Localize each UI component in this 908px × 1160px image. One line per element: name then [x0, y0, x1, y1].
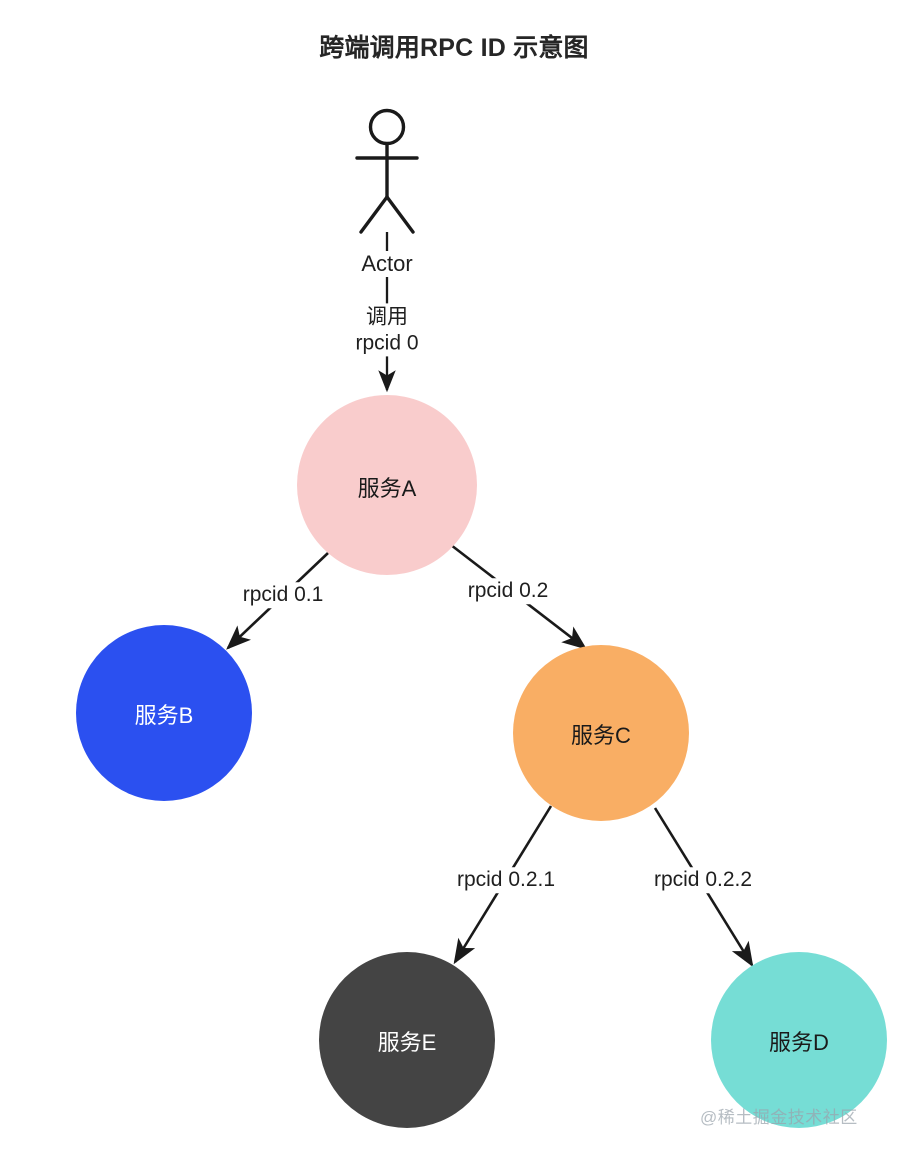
edge-label-service-c-to-service-e: rpcid 0.2.1: [452, 867, 560, 893]
node-service-e[interactable]: [319, 952, 495, 1128]
actor-left-leg-line: [359, 195, 389, 234]
watermark: @稀土掘金技术社区: [700, 1108, 858, 1127]
edge-label-line2: rpcid 0: [355, 331, 419, 354]
edge-label-actor-to-service-a: 调用 rpcid 0: [351, 303, 423, 357]
edge-label-service-a-to-service-c: rpcid 0.2: [463, 578, 553, 604]
stick-figure-icon: [355, 108, 419, 234]
node-service-c[interactable]: [513, 645, 689, 821]
edge-label-service-a-to-service-b: rpcid 0.1: [238, 582, 328, 608]
actor-right-leg-line: [385, 195, 415, 234]
page-title: 跨端调用RPC ID 示意图: [319, 34, 589, 62]
node-service-a[interactable]: [297, 395, 477, 575]
actor-label: Actor: [356, 251, 418, 277]
edge-label-service-c-to-service-d: rpcid 0.2.2: [649, 867, 757, 893]
node-service-d[interactable]: [711, 952, 887, 1128]
node-service-b[interactable]: [76, 625, 252, 801]
edge-label-line1: 调用: [366, 305, 408, 329]
actor-head-icon: [368, 108, 406, 146]
